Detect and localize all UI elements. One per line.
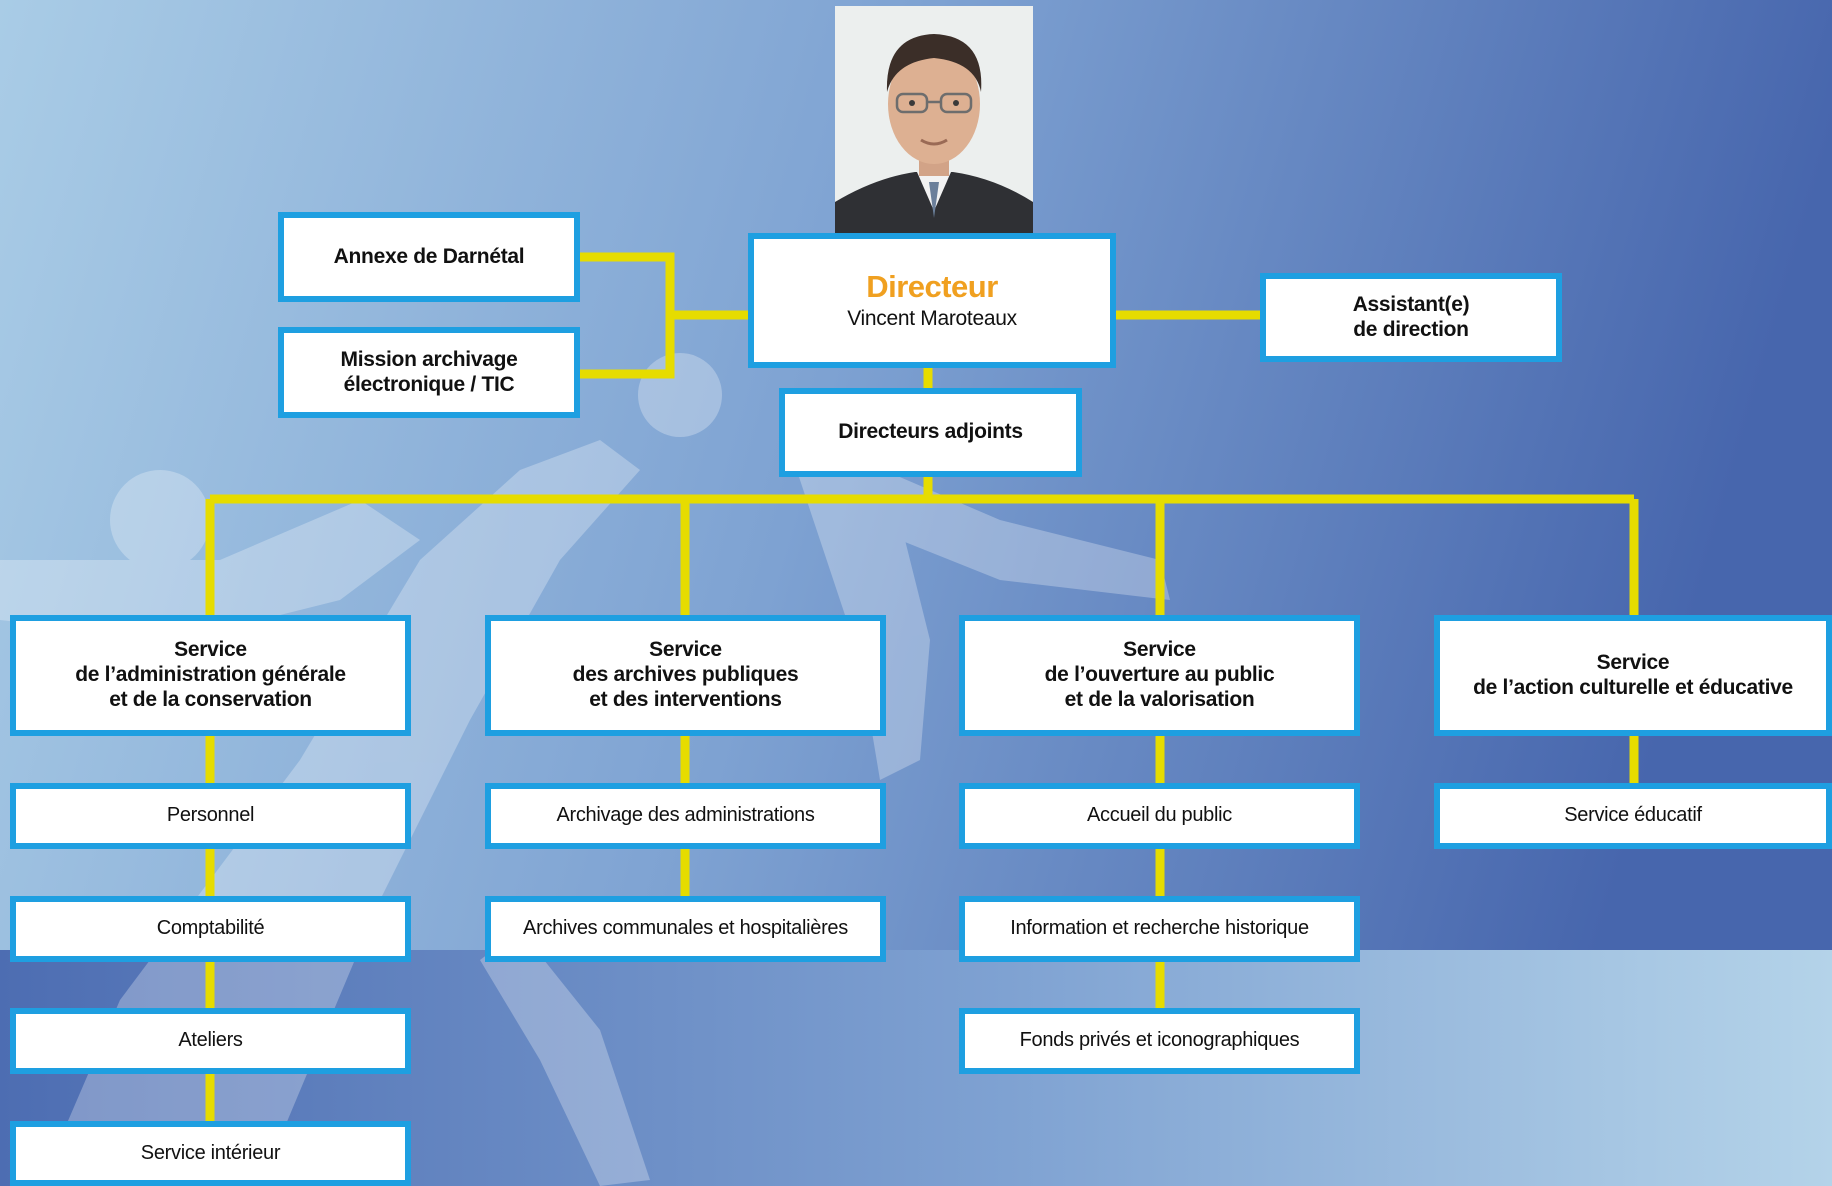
connector-annexe bbox=[578, 252, 675, 379]
director-photo bbox=[835, 6, 1033, 234]
service-4-line-2: de l’action culturelle et éducative bbox=[1473, 675, 1793, 699]
annexe-label: Annexe de Darnétal bbox=[333, 244, 525, 268]
unit-fonds-prives-box: Fonds privés et iconographiques bbox=[959, 1008, 1360, 1074]
unit-personnel-box: Personnel bbox=[10, 783, 411, 849]
service-1-line-2: de l’administration générale bbox=[75, 663, 346, 687]
service-2-line-2: des archives publiques bbox=[572, 663, 799, 687]
unit-label: Fonds privés et iconographiques bbox=[1019, 1029, 1300, 1052]
unit-ateliers-box: Ateliers bbox=[10, 1008, 411, 1074]
director-name: Vincent Maroteaux bbox=[847, 307, 1017, 331]
unit-label: Archives communales et hospitalières bbox=[523, 917, 848, 940]
unit-label: Personnel bbox=[166, 804, 255, 827]
unit-information-recherche-box: Information et recherche historique bbox=[959, 896, 1360, 962]
unit-archivage-administrations-box: Archivage des administrations bbox=[485, 783, 886, 849]
unit-service-educatif-box: Service éducatif bbox=[1434, 783, 1832, 849]
service-administration-box: Service de l’administration générale et … bbox=[10, 615, 411, 736]
service-3-line-3: et de la valorisation bbox=[1064, 687, 1255, 711]
service-4-line-1: Service bbox=[1596, 650, 1670, 674]
service-3-line-1: Service bbox=[1123, 638, 1196, 662]
mission-archivage-box: Mission archivage électronique / TIC bbox=[278, 327, 580, 418]
unit-label: Accueil du public bbox=[1087, 804, 1232, 827]
service-ouverture-public-box: Service de l’ouverture au public et de l… bbox=[959, 615, 1360, 736]
mission-label-line-1: Mission archivage bbox=[340, 347, 518, 371]
unit-label: Comptabilité bbox=[156, 917, 265, 940]
service-2-line-3: et des interventions bbox=[589, 687, 782, 711]
assistant-direction-box: Assistant(e) de direction bbox=[1260, 273, 1562, 362]
unit-accueil-public-box: Accueil du public bbox=[959, 783, 1360, 849]
unit-label: Ateliers bbox=[178, 1029, 243, 1052]
service-archives-publiques-box: Service des archives publiques et des in… bbox=[485, 615, 886, 736]
director-title: Directeur bbox=[866, 268, 998, 304]
unit-label: Service éducatif bbox=[1564, 804, 1702, 827]
unit-label: Archivage des administrations bbox=[556, 804, 815, 827]
unit-service-interieur-box: Service intérieur bbox=[10, 1121, 411, 1186]
adjoints-label: Directeurs adjoints bbox=[838, 420, 1023, 444]
unit-label: Service intérieur bbox=[140, 1141, 281, 1164]
service-1-line-3: et de la conservation bbox=[109, 687, 312, 711]
mission-label-line-2: électronique / TIC bbox=[343, 372, 515, 396]
service-1-line-1: Service bbox=[174, 638, 247, 662]
director-box: Directeur Vincent Maroteaux bbox=[748, 233, 1116, 368]
unit-archives-communales-box: Archives communales et hospitalières bbox=[485, 896, 886, 962]
unit-label: Information et recherche historique bbox=[1010, 917, 1309, 940]
service-3-line-2: de l’ouverture au public bbox=[1044, 663, 1275, 687]
annexe-darnetal-box: Annexe de Darnétal bbox=[278, 212, 580, 302]
director-portrait-icon bbox=[835, 6, 1033, 234]
service-action-culturelle-box: Service de l’action culturelle et éducat… bbox=[1434, 615, 1832, 736]
unit-comptabilite-box: Comptabilité bbox=[10, 896, 411, 962]
assistant-label-line-2: de direction bbox=[1353, 317, 1469, 341]
assistant-label-line-1: Assistant(e) bbox=[1352, 292, 1470, 316]
directeurs-adjoints-box: Directeurs adjoints bbox=[779, 388, 1082, 477]
service-2-line-1: Service bbox=[649, 638, 722, 662]
